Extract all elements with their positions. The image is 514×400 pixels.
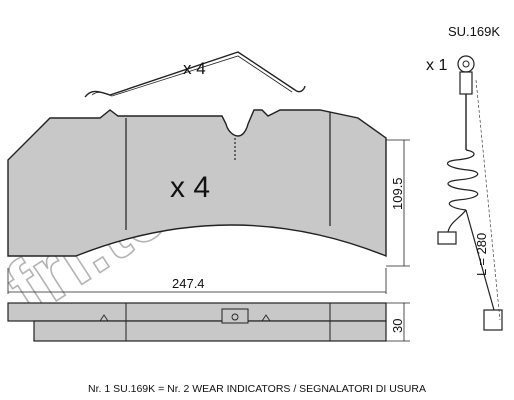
sensor-cable-lower [465, 209, 495, 311]
sensor-probe-left [437, 231, 457, 245]
sensor-length-label: L = 280 [474, 233, 489, 276]
sensor-connector-inner [462, 60, 470, 68]
side-view-rivet-left [99, 314, 109, 322]
pad-quantity-label: x 4 [170, 171, 210, 204]
clip-inner-line [91, 55, 293, 97]
footer-note: Nr. 1 SU.169K = Nr. 2 WEAR INDICATORS / … [88, 383, 426, 395]
sensor-connector-body [459, 71, 473, 95]
height-dim-label: 109.5 [390, 177, 405, 210]
sensor-quantity-label: x 1 [426, 57, 447, 74]
pad-side-view-friction [33, 320, 387, 342]
sensor-length-dim-line [475, 79, 501, 321]
thickness-dim-label: 30 [390, 319, 405, 333]
sensor-connector-outer [457, 55, 475, 73]
sensor-coil [446, 149, 479, 211]
side-view-rivet-right [261, 314, 271, 322]
pad-side-view-backplate [7, 302, 387, 322]
side-view-center-clip [221, 308, 249, 324]
sensor-cable-left-branch [447, 209, 467, 233]
side-view-sensor-hole [231, 313, 239, 321]
brake-pad-outline [7, 109, 387, 258]
sensor-probe-bottom [483, 309, 503, 331]
width-dim-label: 247.4 [172, 276, 205, 291]
part-code-label: SU.169K [448, 24, 500, 39]
anti-rattle-clip [84, 51, 306, 98]
clip-quantity-label: x 4 [183, 59, 206, 78]
